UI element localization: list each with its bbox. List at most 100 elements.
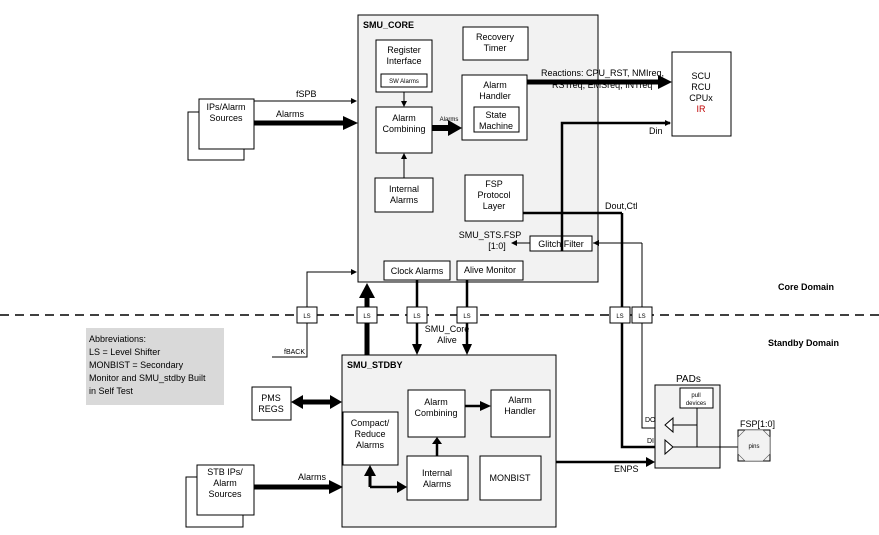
label: Interface [386, 56, 421, 66]
stb-ip-alarm-sources-block: STB IPs/ Alarm Sources [185, 464, 255, 528]
label: Alarms [440, 117, 459, 123]
stdby-internal-alarms-block: Internal Alarms [406, 455, 469, 501]
label: Alarms [390, 195, 419, 205]
label: SMU_STS.FSP [459, 230, 522, 240]
label: [1:0] [488, 241, 506, 251]
stdby-alarm-handler-block: Alarm Handler [490, 389, 551, 438]
label: FSP [485, 179, 503, 189]
label: Alarm [392, 113, 416, 123]
pms-regs-block: PMS REGS [251, 386, 292, 421]
label: Abbreviations: [89, 334, 146, 344]
label: Alarm [213, 478, 237, 488]
label: Sources [209, 113, 243, 123]
label: Reduce [354, 429, 385, 439]
label: Internal [389, 184, 419, 194]
label: LS [638, 314, 645, 320]
label: Combining [382, 124, 425, 134]
label: Alarms [298, 472, 327, 482]
label: pull [691, 393, 700, 399]
label: in Self Test [89, 386, 133, 396]
smu-core-block: SMU_CORE Register Interface SW Alarms Re… [357, 14, 622, 283]
label: Din [649, 126, 663, 136]
label: Compact/ [351, 418, 390, 428]
label: Alarm [508, 395, 532, 405]
label: SMU_Core [425, 324, 470, 334]
label: IPs/Alarm [206, 102, 245, 112]
alarm-handler-block: Alarm Handler State Machine [461, 74, 528, 141]
label: Reactions: CPU_RST, NMIreq, [541, 68, 664, 78]
label: Handler [479, 91, 511, 101]
label: CPUx [689, 93, 713, 103]
label: fSPB [296, 89, 317, 99]
compact-reduce-alarms-block: Compact/ Reduce Alarms [342, 411, 399, 466]
label: RCU [691, 82, 711, 92]
label: Clock Alarms [391, 266, 444, 276]
label: fBACK [284, 349, 305, 356]
label: Dout,Ctl [605, 201, 638, 211]
label: MONBIST = Secondary [89, 360, 184, 370]
label: MONBIST [489, 473, 531, 483]
fsp-protocol-layer-block: FSP Protocol Layer [464, 174, 524, 222]
label: SMU_CORE [363, 20, 414, 30]
alive-monitor-block: Alive Monitor [456, 260, 524, 281]
label: Protocol [477, 190, 510, 200]
label: LS [413, 314, 420, 320]
label: devices [686, 401, 706, 407]
label: RSTreq, EMSreq, INTreq [552, 80, 652, 90]
label: LS [616, 314, 623, 320]
label: State [485, 110, 506, 120]
smu-stdby-block: SMU_STDBY Compact/ Reduce Alarms Alarm C… [341, 354, 557, 528]
sw-alarms-block [380, 73, 428, 88]
label: REGS [258, 404, 284, 414]
label: PMS [261, 393, 281, 403]
label: Layer [483, 201, 506, 211]
label: PADs [676, 374, 701, 385]
label: Alive Monitor [464, 265, 516, 275]
label: SW Alarms [389, 79, 419, 85]
label: Alarms [276, 109, 305, 119]
internal-alarms-block: Internal Alarms [374, 177, 434, 213]
fsp-pins-block: FSP[1:0] pins [737, 419, 775, 462]
label: Standby Domain [768, 338, 839, 348]
ip-alarm-sources-block: IPs/Alarm Sources [187, 98, 255, 161]
label: Monitor and SMU_stdby Built [89, 373, 206, 383]
label: pins [748, 444, 759, 450]
label: Alive [437, 335, 457, 345]
label: Alarms [356, 440, 385, 450]
stdby-alarm-combining-block: Alarm Combining [407, 389, 466, 438]
label: Machine [479, 121, 513, 131]
label: Timer [484, 43, 507, 53]
register-interface-block: Register Interface SW Alarms [375, 39, 433, 93]
scu-rcu-cpu-ir-block: SCU RCU CPUx IR [671, 51, 732, 137]
label: Combining [414, 408, 457, 418]
alarm-combining-block: Alarm Combining [375, 106, 433, 154]
label: LS [463, 314, 470, 320]
label: IR [697, 104, 707, 114]
label: FSP[1:0] [740, 419, 775, 429]
label: LS [303, 314, 310, 320]
monbist-block: MONBIST [479, 455, 542, 501]
label: Sources [208, 489, 242, 499]
abbreviations-legend: Abbreviations: LS = Level Shifter MONBIS… [86, 328, 224, 405]
label: DO [645, 417, 656, 424]
input-buffer-icon [664, 438, 674, 456]
level-shifters: LS LS LS LS LS LS [296, 306, 653, 324]
label: Register [387, 45, 421, 55]
label: Alarm [424, 397, 448, 407]
clock-alarms-block: Clock Alarms [383, 260, 451, 281]
label: SMU_STDBY [347, 360, 403, 370]
label: DI [647, 438, 654, 445]
state-machine-block [473, 106, 520, 133]
label: SCU [691, 71, 710, 81]
label: LS [363, 314, 370, 320]
label: STB IPs/ [207, 467, 243, 477]
label: Recovery [476, 32, 515, 42]
label: Handler [504, 406, 536, 416]
recovery-timer-block: Recovery Timer [462, 26, 529, 61]
label: ENPS [614, 464, 639, 474]
label: Internal [422, 468, 452, 478]
label: Core Domain [778, 282, 834, 292]
label: Alarm [483, 80, 507, 90]
pads-block: PADs pull devices DO DI [645, 374, 738, 469]
